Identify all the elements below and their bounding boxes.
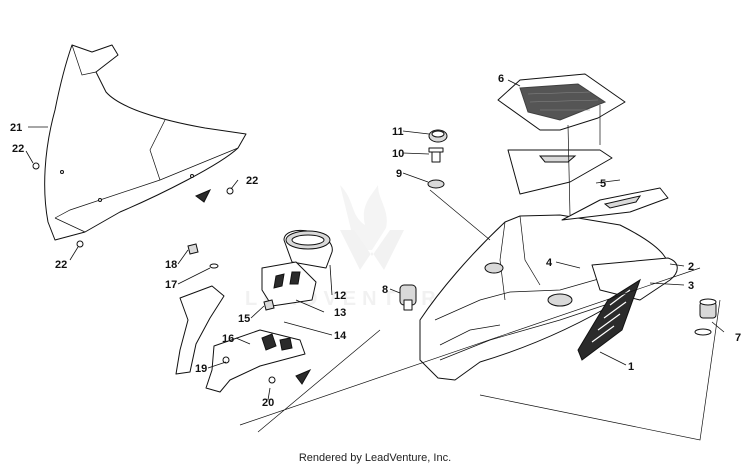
callout-8: 8: [382, 284, 388, 296]
vent-cover-upper-part: [507, 149, 613, 195]
bolt-18-part: [187, 243, 199, 255]
callout-5: 5: [600, 178, 606, 190]
hood-body-part: [419, 214, 669, 381]
direction-arrow-icon: [295, 368, 312, 385]
callout-22-bottom: 22: [55, 259, 67, 271]
bolt-15-part: [263, 299, 275, 311]
bolt-10-part: [428, 147, 444, 163]
callout-22-right: 22: [246, 175, 258, 187]
washer-17-part: [209, 263, 219, 269]
callout-22-left: 22: [12, 143, 24, 155]
callout-1: 1: [628, 361, 634, 373]
windshield-part: [44, 44, 247, 241]
vent-cover-lower-part: [561, 187, 669, 221]
callout-labels: 21 22 22 22 6 11 10 9 5 4 2 3 8 7 1 12 1…: [10, 73, 741, 409]
sensor-8-part: [399, 284, 417, 311]
callout-18: 18: [165, 259, 177, 271]
screw-22-right: [226, 187, 234, 195]
callout-17: 17: [165, 279, 177, 291]
callout-15: 15: [238, 313, 250, 325]
callout-7: 7: [735, 332, 741, 344]
callout-2: 2: [688, 261, 694, 273]
cap-7-part: [694, 298, 717, 336]
callout-6: 6: [498, 73, 504, 85]
callout-13: 13: [334, 307, 346, 319]
callout-11: 11: [392, 126, 404, 138]
bracket-13-part: [261, 261, 317, 307]
callout-14: 14: [334, 330, 347, 342]
callout-16: 16: [222, 333, 234, 345]
footer-credit: Rendered by LeadVenture, Inc.: [298, 452, 452, 464]
gauge-12-part: [283, 229, 333, 269]
direction-arrow-icon: [195, 189, 212, 203]
cap-11-part: [428, 129, 448, 143]
callout-3: 3: [688, 280, 694, 292]
side-vent-part: [577, 257, 678, 361]
callout-4: 4: [546, 257, 553, 269]
callout-19: 19: [195, 363, 207, 375]
callout-10: 10: [392, 148, 404, 160]
grommet-9-part: [427, 179, 445, 189]
callout-12: 12: [334, 290, 346, 302]
screw-22-bottom: [76, 240, 84, 248]
callout-20: 20: [262, 397, 274, 409]
screw-22-left: [32, 162, 40, 170]
callout-21: 21: [10, 122, 22, 134]
bracket-16-part: [175, 285, 312, 393]
callout-9: 9: [396, 168, 402, 180]
vent-grille-part: [497, 73, 626, 131]
